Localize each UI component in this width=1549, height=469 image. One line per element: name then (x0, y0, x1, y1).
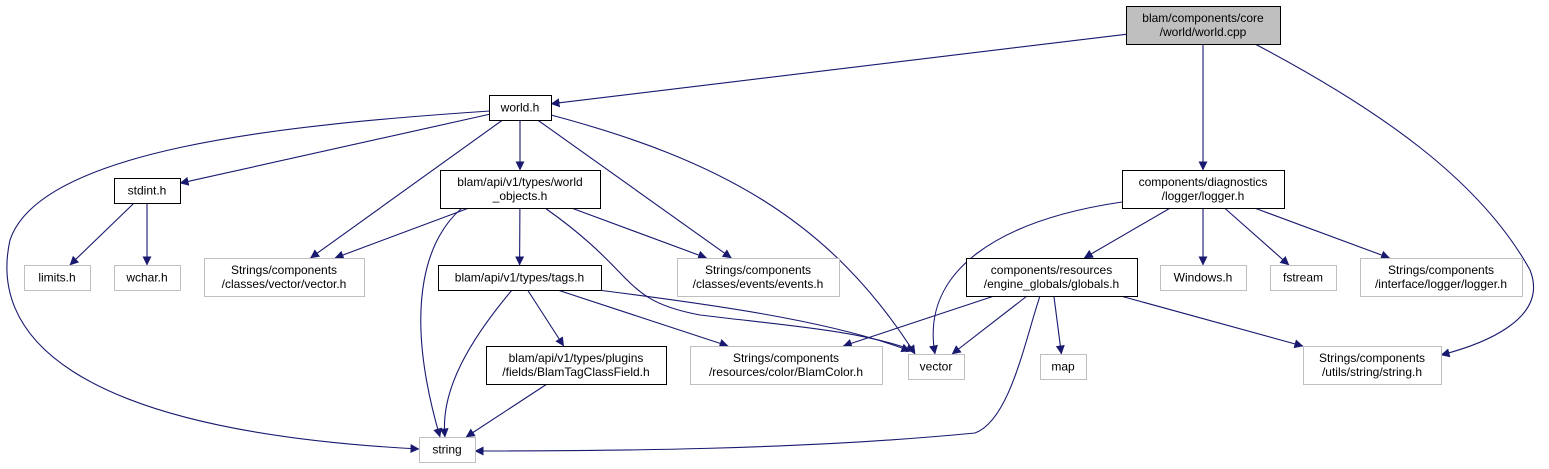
node-box (486, 346, 667, 385)
node-events-h: Strings/components/classes/events/events… (677, 258, 840, 297)
edge-globals_h-to-blamcolor_h (842, 295, 995, 348)
node-label: /resources/color/BlamColor.h (709, 365, 863, 379)
edge-world_h-to-stdint_h (179, 113, 490, 186)
edge-tags_h-to-blamtag_h (527, 289, 565, 347)
node-label: limits.h (38, 271, 75, 285)
node-box (114, 178, 181, 204)
edge-logger_h-to-globals_h (1083, 207, 1171, 259)
node-box (1270, 265, 1337, 291)
node-blamtag-h[interactable]: blam/api/v1/types/plugins/fields/BlamTag… (486, 346, 667, 385)
node-label: vector (920, 360, 953, 374)
edge-tags_h-to-string (439, 289, 513, 438)
edge-tags_h-to-vector (597, 289, 911, 353)
node-windows-h: Windows.h (1160, 265, 1247, 291)
node-box (1122, 170, 1285, 209)
node-label: /classes/vector/vector.h (222, 277, 347, 291)
edge-world_objects_h-to-vector (544, 207, 916, 353)
node-box (489, 95, 552, 121)
edges-layer (6, 33, 1534, 456)
node-globals-h[interactable]: components/resources/engine_globals/glob… (966, 258, 1138, 297)
node-box (438, 265, 602, 291)
node-limits-h: limits.h (24, 265, 91, 291)
node-box (690, 346, 883, 385)
node-wchar-h: wchar.h (114, 265, 181, 291)
node-label: components/resources (991, 263, 1112, 277)
node-box (440, 170, 601, 209)
node-tags-h[interactable]: blam/api/v1/types/tags.h (438, 265, 602, 291)
node-box (966, 258, 1138, 297)
node-label: fstream (1283, 271, 1323, 285)
node-label: Strings/components (705, 263, 811, 277)
node-box (1126, 6, 1281, 45)
node-label: stdint.h (128, 184, 167, 198)
node-label: Strings/components (231, 263, 337, 277)
node-string-h: Strings/components/utils/string/string.h (1303, 346, 1442, 385)
node-box (677, 258, 840, 297)
node-label: /engine_globals/globals.h (984, 277, 1119, 291)
edge-world_h-to-vector (550, 114, 916, 355)
node-label: /fields/BlamTagClassField.h (502, 365, 649, 379)
edge-globals_h-to-map (1053, 295, 1065, 355)
node-label: /classes/events/events.h (693, 277, 824, 291)
node-label: blam/api/v1/types/world (457, 175, 582, 189)
node-box (114, 265, 181, 291)
nodes-layer: blam/components/core/world/world.cpp worl… (24, 6, 1523, 463)
node-label: blam/api/v1/types/plugins (509, 351, 644, 365)
node-label: Strings/components (1388, 263, 1494, 277)
node-blamcolor-h: Strings/components/resources/color/BlamC… (690, 346, 883, 385)
edge-world_objects_h-to-events_h (571, 207, 708, 260)
node-iface-logger-h: Strings/components/interface/logger/logg… (1360, 258, 1523, 297)
node-box (204, 258, 365, 297)
node-stdint-h[interactable]: stdint.h (114, 178, 181, 204)
node-box (1160, 265, 1247, 291)
node-box (419, 437, 476, 463)
node-box (1040, 354, 1087, 380)
edge-stdint_h-to-limits_h (69, 202, 135, 266)
node-world-objects-h[interactable]: blam/api/v1/types/world_objects.h (440, 170, 601, 209)
edge-world_objects_h-to-string (420, 207, 463, 438)
node-label: blam/api/v1/types/tags.h (455, 271, 584, 285)
node-label: string (432, 443, 461, 457)
node-label: world.h (500, 101, 540, 115)
node-label: _objects.h (492, 189, 548, 203)
node-vector-h: Strings/components/classes/vector/vector… (204, 258, 365, 297)
node-box (1303, 346, 1442, 385)
node-box (24, 265, 91, 291)
node-vector: vector (908, 354, 965, 380)
node-map: map (1040, 354, 1087, 380)
node-label: blam/components/core (1142, 11, 1264, 25)
edge-logger_h-to-iface_logger_h (1254, 207, 1391, 260)
node-label: wchar.h (125, 271, 167, 285)
edge-world_h-to-string (6, 110, 491, 454)
node-label: /interface/logger/logger.h (1375, 277, 1507, 291)
node-label: /utils/string/string.h (1322, 365, 1422, 379)
node-box (908, 354, 965, 380)
edge-blamtag_h-to-string (465, 383, 548, 438)
node-label: map (1051, 360, 1075, 374)
edge-globals_h-to-string (474, 295, 1041, 456)
node-label: components/diagnostics (1139, 175, 1268, 189)
node-world-h[interactable]: world.h (489, 95, 552, 121)
edge-world_h-to-events_h (537, 119, 732, 259)
edge-logger_h-to-fstream (1224, 207, 1290, 266)
edge-globals_h-to-string_h (1120, 295, 1304, 349)
edge-world_cpp-to-string_h (1254, 43, 1534, 358)
edge-world_h-to-vector_h (310, 119, 503, 259)
edge-tags_h-to-blamcolor_h (557, 289, 729, 348)
node-box (1360, 258, 1523, 297)
node-label: /logger/logger.h (1162, 189, 1245, 203)
node-label: Windows.h (1174, 271, 1233, 285)
node-label: Strings/components (733, 351, 839, 365)
edge-world_objects_h-to-vector_h (334, 207, 470, 260)
node-logger-h[interactable]: components/diagnostics/logger/logger.h (1122, 170, 1285, 209)
node-fstream: fstream (1270, 265, 1337, 291)
node-world-cpp[interactable]: blam/components/core/world/world.cpp (1126, 6, 1281, 45)
node-label: /world/world.cpp (1160, 25, 1247, 39)
edge-globals_h-to-vector (951, 295, 1028, 355)
node-label: Strings/components (1319, 351, 1425, 365)
edge-world_cpp-to-world_h (550, 33, 1127, 108)
edge-logger_h-to-vector (929, 201, 1123, 355)
node-string: string (419, 437, 476, 463)
